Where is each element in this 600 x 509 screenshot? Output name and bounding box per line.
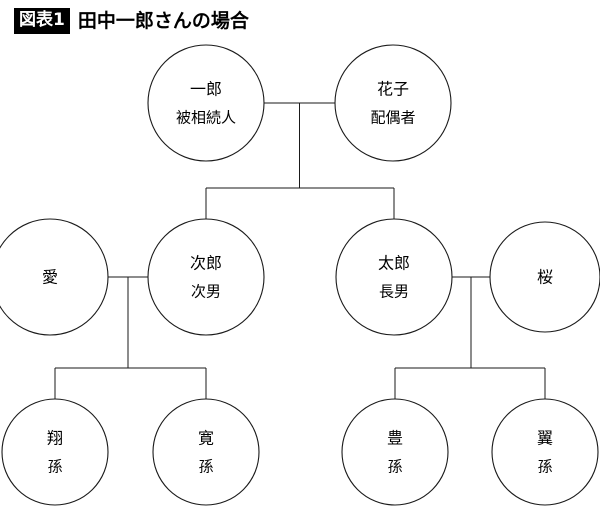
figure-title-row: 図表1 田中一郎さんの場合: [14, 8, 249, 34]
person-circle-taro[interactable]: [335, 218, 453, 336]
person-circle-ichiro[interactable]: [147, 44, 265, 162]
person-node-sakura[interactable]: 桜: [489, 221, 600, 333]
person-circle-ai[interactable]: [0, 218, 109, 336]
person-name-yutaka: 豊: [387, 429, 403, 448]
person-name-ichiro: 一郎: [190, 80, 222, 99]
person-name-hiroshi: 寛: [198, 429, 214, 448]
person-node-yutaka[interactable]: 豊孫: [341, 398, 449, 506]
person-circle-hanako[interactable]: [334, 44, 452, 162]
person-name-hanako: 花子: [377, 80, 409, 99]
person-node-ai[interactable]: 愛: [0, 218, 109, 336]
person-node-tsubasa[interactable]: 翼孫: [491, 398, 599, 506]
person-name-tsubasa: 翼: [537, 429, 553, 448]
person-name-sakura: 桜: [537, 268, 553, 287]
person-role-yutaka: 孫: [387, 458, 402, 476]
person-circle-sho[interactable]: [1, 398, 109, 506]
person-role-sho: 孫: [47, 458, 62, 476]
connector-lines: [54, 102, 546, 399]
person-node-hiroshi[interactable]: 寛孫: [152, 398, 260, 506]
person-circle-yutaka[interactable]: [341, 398, 449, 506]
person-circle-jiro[interactable]: [147, 218, 265, 336]
person-circle-tsubasa[interactable]: [491, 398, 599, 506]
person-name-ai: 愛: [42, 268, 58, 287]
person-circle-sakura[interactable]: [489, 221, 600, 333]
page-title: 田中一郎さんの場合: [77, 9, 249, 32]
person-name-taro: 太郎: [378, 254, 410, 273]
person-circle-hiroshi[interactable]: [152, 398, 260, 506]
person-role-taro: 長男: [379, 283, 409, 301]
person-role-hiroshi: 孫: [198, 458, 213, 476]
figure-number-badge: 図表1: [14, 8, 70, 34]
person-node-sho[interactable]: 翔孫: [1, 398, 109, 506]
person-role-jiro: 次男: [191, 283, 221, 301]
person-role-ichiro: 被相続人: [176, 109, 236, 127]
person-role-hanako: 配偶者: [370, 109, 415, 127]
person-role-tsubasa: 孫: [537, 458, 552, 476]
person-name-sho: 翔: [47, 429, 63, 448]
person-name-jiro: 次郎: [190, 254, 222, 273]
